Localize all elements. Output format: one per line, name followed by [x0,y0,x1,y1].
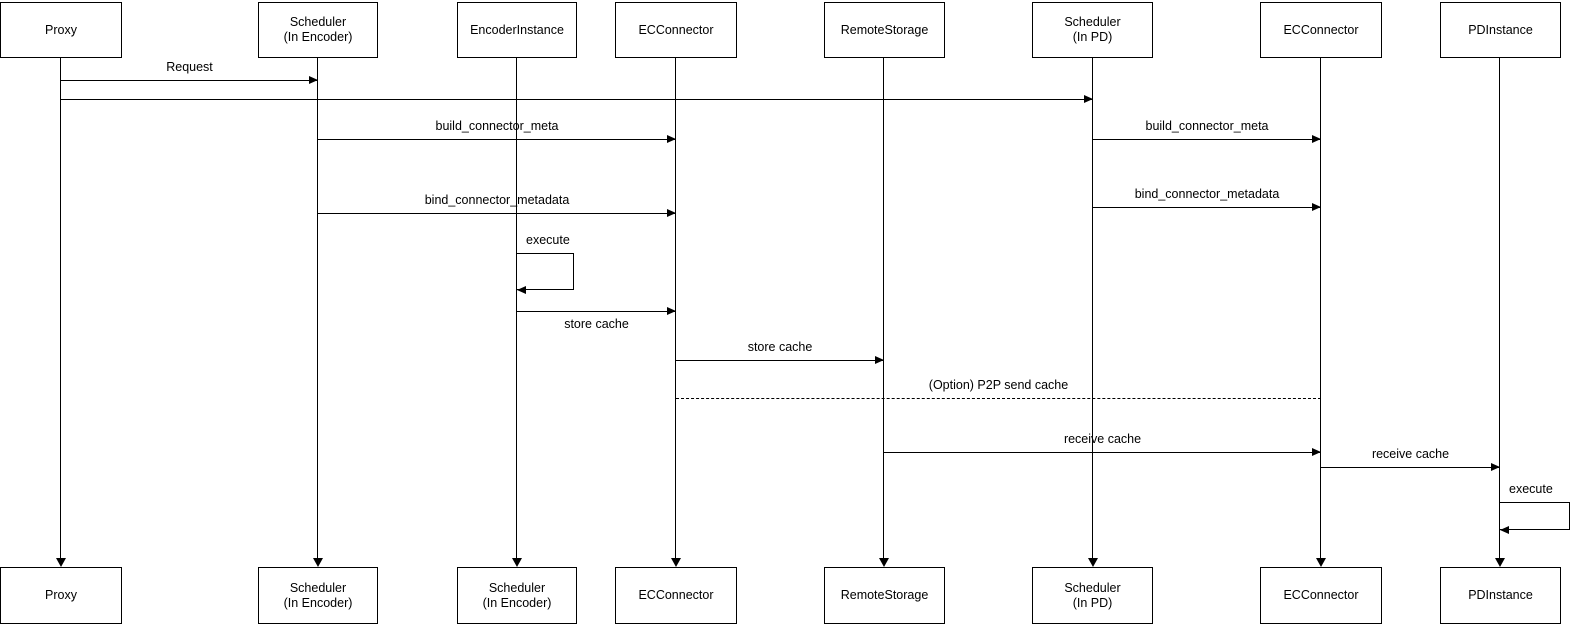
message-arrowhead-m8 [875,356,884,364]
participant-label-line: EncoderInstance [470,22,564,37]
lifeline-arrowhead-ec_connector_p [1316,558,1326,567]
participant-label-line: Scheduler [1064,15,1121,29]
participant-label-line: Proxy [45,22,77,37]
message-line-m2 [61,99,1093,100]
participant-label-line: (In Encoder) [482,595,552,610]
participant-label-line: Scheduler [488,580,546,595]
message-line-m10 [884,452,1321,453]
message-label-m9: (Option) P2P send cache [928,378,1069,392]
message-line-m8 [676,360,884,361]
participant-header-proxy: Proxy [0,2,122,58]
participant-label-line: ECConnector [1283,22,1359,37]
participant-label-line: (In PD) [1072,595,1113,610]
lifeline-sched_encoder [317,58,319,558]
message-line-m4 [1093,139,1321,140]
message-line-m11 [1321,467,1500,468]
message-line-m9 [676,398,1321,399]
lifeline-remote_storage [883,58,885,558]
message-arrowhead-m5 [667,209,676,217]
message-arrowhead-m3 [667,135,676,143]
message-arrowhead-m1 [309,76,318,84]
participant-label-line: Proxy [45,588,77,602]
participant-label-line: (In PD) [1072,30,1113,44]
participant-footer-ec_connector_p: ECConnector [1260,567,1382,624]
self-call-arrowhead-s2 [1500,525,1509,534]
lifeline-encoder_inst [516,58,518,558]
lifeline-sched_pd [1092,58,1094,558]
lifeline-proxy [60,58,62,558]
participant-label-line: ECConnector [638,588,714,602]
participant-header-ec_connector_p: ECConnector [1260,2,1382,58]
participant-footer-sched_encoder: Scheduler(In Encoder) [258,567,378,624]
participant-label-line: (In Encoder) [283,30,353,44]
participant-label-line: Scheduler [289,15,347,29]
participant-header-encoder_inst: EncoderInstance [457,2,577,58]
message-line-m1 [61,80,318,81]
participant-footer-encoder_inst: Scheduler(In Encoder) [457,567,577,624]
lifeline-arrowhead-encoder_inst [512,558,522,567]
self-call-label-s2: execute [1509,482,1553,496]
lifeline-pd_instance [1499,58,1501,558]
participant-label-line: Scheduler [289,580,347,595]
self-call-label-s1: execute [526,233,570,247]
participant-label-line: (In Encoder) [283,595,353,610]
participant-header-sched_encoder: Scheduler(In Encoder) [258,2,378,58]
message-label-m5: bind_connector_metadata [424,193,570,207]
message-arrowhead-m2 [1084,95,1093,103]
participant-footer-pd_instance: PDInstance [1440,567,1561,624]
message-line-m6 [1093,207,1321,208]
message-arrowhead-m4 [1312,135,1321,143]
participant-header-sched_pd: Scheduler(In PD) [1032,2,1153,58]
lifeline-ec_connector_p [1320,58,1322,558]
message-arrowhead-m10 [1312,448,1321,456]
message-arrowhead-m7 [667,307,676,315]
message-label-m7: store cache [564,317,629,331]
participant-label-line: Scheduler [1064,580,1121,595]
participant-label-line: ECConnector [1283,588,1359,602]
participant-label-line: RemoteStorage [840,22,929,37]
message-label-m4: build_connector_meta [1145,119,1269,133]
lifeline-arrowhead-proxy [56,558,66,567]
message-line-m7 [517,311,676,312]
message-label-m8: store cache [747,340,813,354]
lifeline-arrowhead-ec_connector_e [671,558,681,567]
participant-label-line: ECConnector [638,22,714,37]
participant-label-line: PDInstance [1468,588,1533,602]
participant-footer-sched_pd: Scheduler(In PD) [1032,567,1153,624]
message-label-m1: Request [166,60,213,74]
participant-header-pd_instance: PDInstance [1440,2,1561,58]
participant-footer-remote_storage: RemoteStorage [824,567,945,624]
participant-footer-ec_connector_e: ECConnector [615,567,737,624]
message-arrowhead-m11 [1491,463,1500,471]
self-call-arrowhead-s1 [517,285,526,294]
participant-label-line: RemoteStorage [840,588,929,602]
message-arrowhead-m6 [1312,203,1321,211]
self-call-box-s2 [1500,502,1570,530]
message-line-m5 [318,213,676,214]
lifeline-arrowhead-remote_storage [879,558,889,567]
message-line-m3 [318,139,676,140]
message-label-m3: build_connector_meta [435,119,559,133]
lifeline-arrowhead-sched_pd [1088,558,1098,567]
participant-header-remote_storage: RemoteStorage [824,2,945,58]
lifeline-arrowhead-sched_encoder [313,558,323,567]
participant-footer-proxy: Proxy [0,567,122,624]
participant-header-ec_connector_e: ECConnector [615,2,737,58]
self-call-box-s1 [517,253,574,290]
message-label-m6: bind_connector_metadata [1134,187,1280,201]
lifeline-arrowhead-pd_instance [1495,558,1505,567]
message-label-m10: receive cache [1063,432,1142,446]
message-label-m11: receive cache [1371,447,1450,461]
participant-label-line: PDInstance [1468,22,1533,37]
